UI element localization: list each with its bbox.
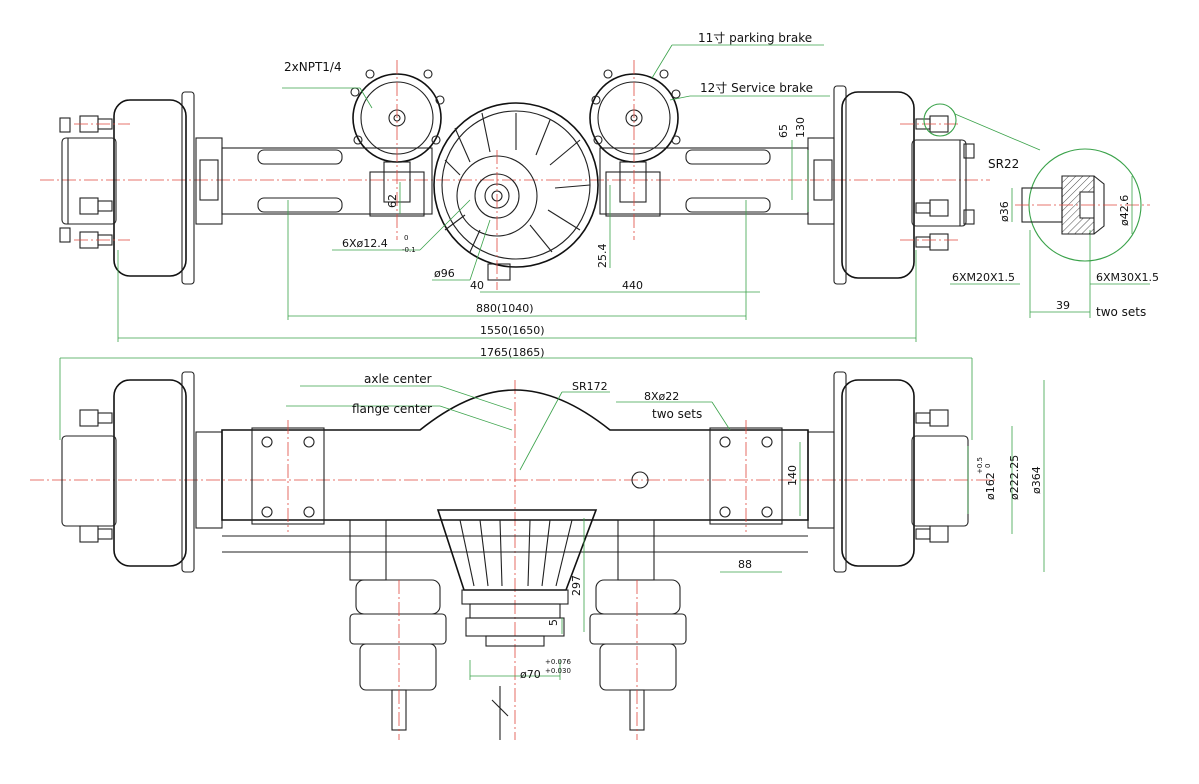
- left-wheel-hub-front: [61, 371, 223, 573]
- label-tol-12-4-lower: -0.1: [402, 246, 416, 254]
- label-dim-40: 40: [470, 279, 484, 292]
- label-thread-m30: 6XM30X1.5: [1096, 271, 1159, 284]
- label-thread-m20: 6XM20X1.5: [952, 271, 1015, 284]
- differential-housing-top: [433, 102, 599, 281]
- label-sr22: SR22: [988, 157, 1019, 171]
- label-dim-297: 297: [570, 575, 583, 596]
- stud-detail: [923, 103, 1150, 262]
- axle-housing-front: [221, 389, 809, 553]
- label-tol-70-upper: +0.076: [545, 658, 571, 666]
- label-holes-12-4: 6Xø12.4: [342, 237, 388, 250]
- label-dim-39: 39: [1056, 299, 1070, 312]
- label-npt: 2xNPT1/4: [284, 60, 342, 74]
- left-brake-chamber-front: [349, 519, 447, 740]
- label-dim-140: 140: [786, 465, 799, 486]
- label-dim-88: 88: [738, 558, 752, 571]
- labels: 2xNPT1/4 11寸 parking brake 12寸 Service b…: [284, 31, 1159, 681]
- front-dimensions: [59, 357, 1045, 680]
- label-dia-36: ø36: [998, 201, 1011, 222]
- axle-shaft-top: [195, 137, 835, 225]
- label-axle-center: axle center: [364, 372, 432, 386]
- top-view: [40, 44, 1150, 342]
- label-tol-12-4-upper: 0: [404, 234, 408, 242]
- label-dia-96: ø96: [434, 267, 455, 280]
- left-studs-top: [79, 115, 113, 249]
- label-tol-162-lower: 0: [984, 464, 992, 468]
- label-sr172: SR172: [572, 380, 608, 393]
- label-dim-440: 440: [622, 279, 643, 292]
- label-dim-5: 5: [547, 619, 560, 626]
- top-dimensions: [117, 44, 1150, 342]
- left-wheel-hub-top: [59, 91, 195, 285]
- right-brake-chamber-front: [589, 519, 687, 740]
- label-two-sets-bottom: two sets: [652, 407, 702, 421]
- label-service-brake: 12寸 Service brake: [700, 81, 813, 95]
- label-dim-880: 880(1040): [476, 302, 534, 315]
- front-view: [30, 357, 1045, 740]
- right-wheel-hub-front: [807, 371, 969, 573]
- right-brake-chamber-top: [589, 69, 681, 217]
- label-flange-center: flange center: [352, 402, 432, 416]
- label-dim-65: 65: [777, 124, 790, 138]
- label-dim-25-4: 25.4: [596, 244, 609, 269]
- label-dia-222-25: ø222.25: [1008, 455, 1021, 500]
- label-dia-162: ø162: [984, 472, 997, 500]
- label-dia-364: ø364: [1030, 466, 1043, 494]
- label-dim-1550: 1550(1650): [480, 324, 545, 337]
- right-studs-top: [915, 115, 949, 251]
- label-holes-22: 8Xø22: [644, 390, 679, 403]
- label-dim-130: 130: [794, 117, 807, 138]
- break-symbol: [491, 686, 509, 740]
- label-parking-brake: 11寸 parking brake: [698, 31, 812, 45]
- label-dim-1765: 1765(1865): [480, 346, 545, 359]
- label-tol-162-upper: +0.5: [976, 457, 984, 474]
- right-wheel-hub-top: [833, 85, 975, 285]
- label-dia-70: ø70: [520, 668, 541, 681]
- label-dia-42-6: ø42.6: [1118, 195, 1131, 226]
- label-tol-70-lower: +0.030: [545, 667, 571, 675]
- label-two-sets-top: two sets: [1096, 305, 1146, 319]
- label-dim-62: 62: [386, 194, 399, 208]
- differential-carrier-front: [436, 509, 598, 647]
